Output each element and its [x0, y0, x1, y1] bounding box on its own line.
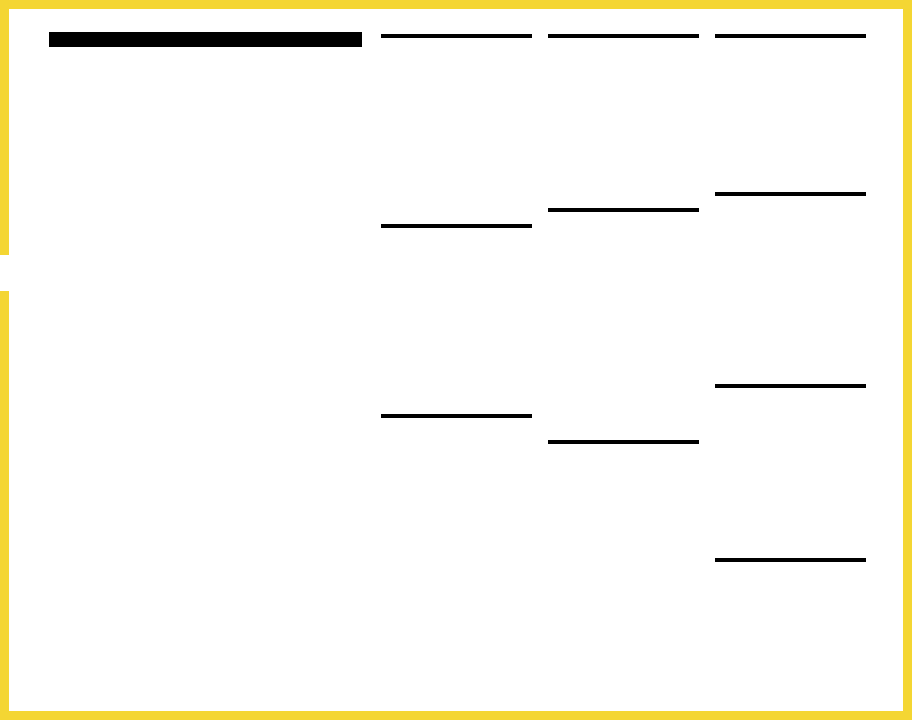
- column-2-section-3-rule: [548, 440, 699, 444]
- title-redaction-bar: [49, 32, 362, 47]
- frame-gap: [0, 255, 10, 291]
- column-1-section-1-rule: [381, 34, 532, 38]
- column-3-section-2-rule: [715, 192, 866, 196]
- column-3-section-3-rule: [715, 384, 866, 388]
- column-3-section-1-rule: [715, 34, 866, 38]
- column-3-section-4-rule: [715, 558, 866, 562]
- column-2-section-1-rule: [548, 34, 699, 38]
- column-2-section-2-rule: [548, 208, 699, 212]
- column-1-section-2-rule: [381, 224, 532, 228]
- column-1-section-3-rule: [381, 414, 532, 418]
